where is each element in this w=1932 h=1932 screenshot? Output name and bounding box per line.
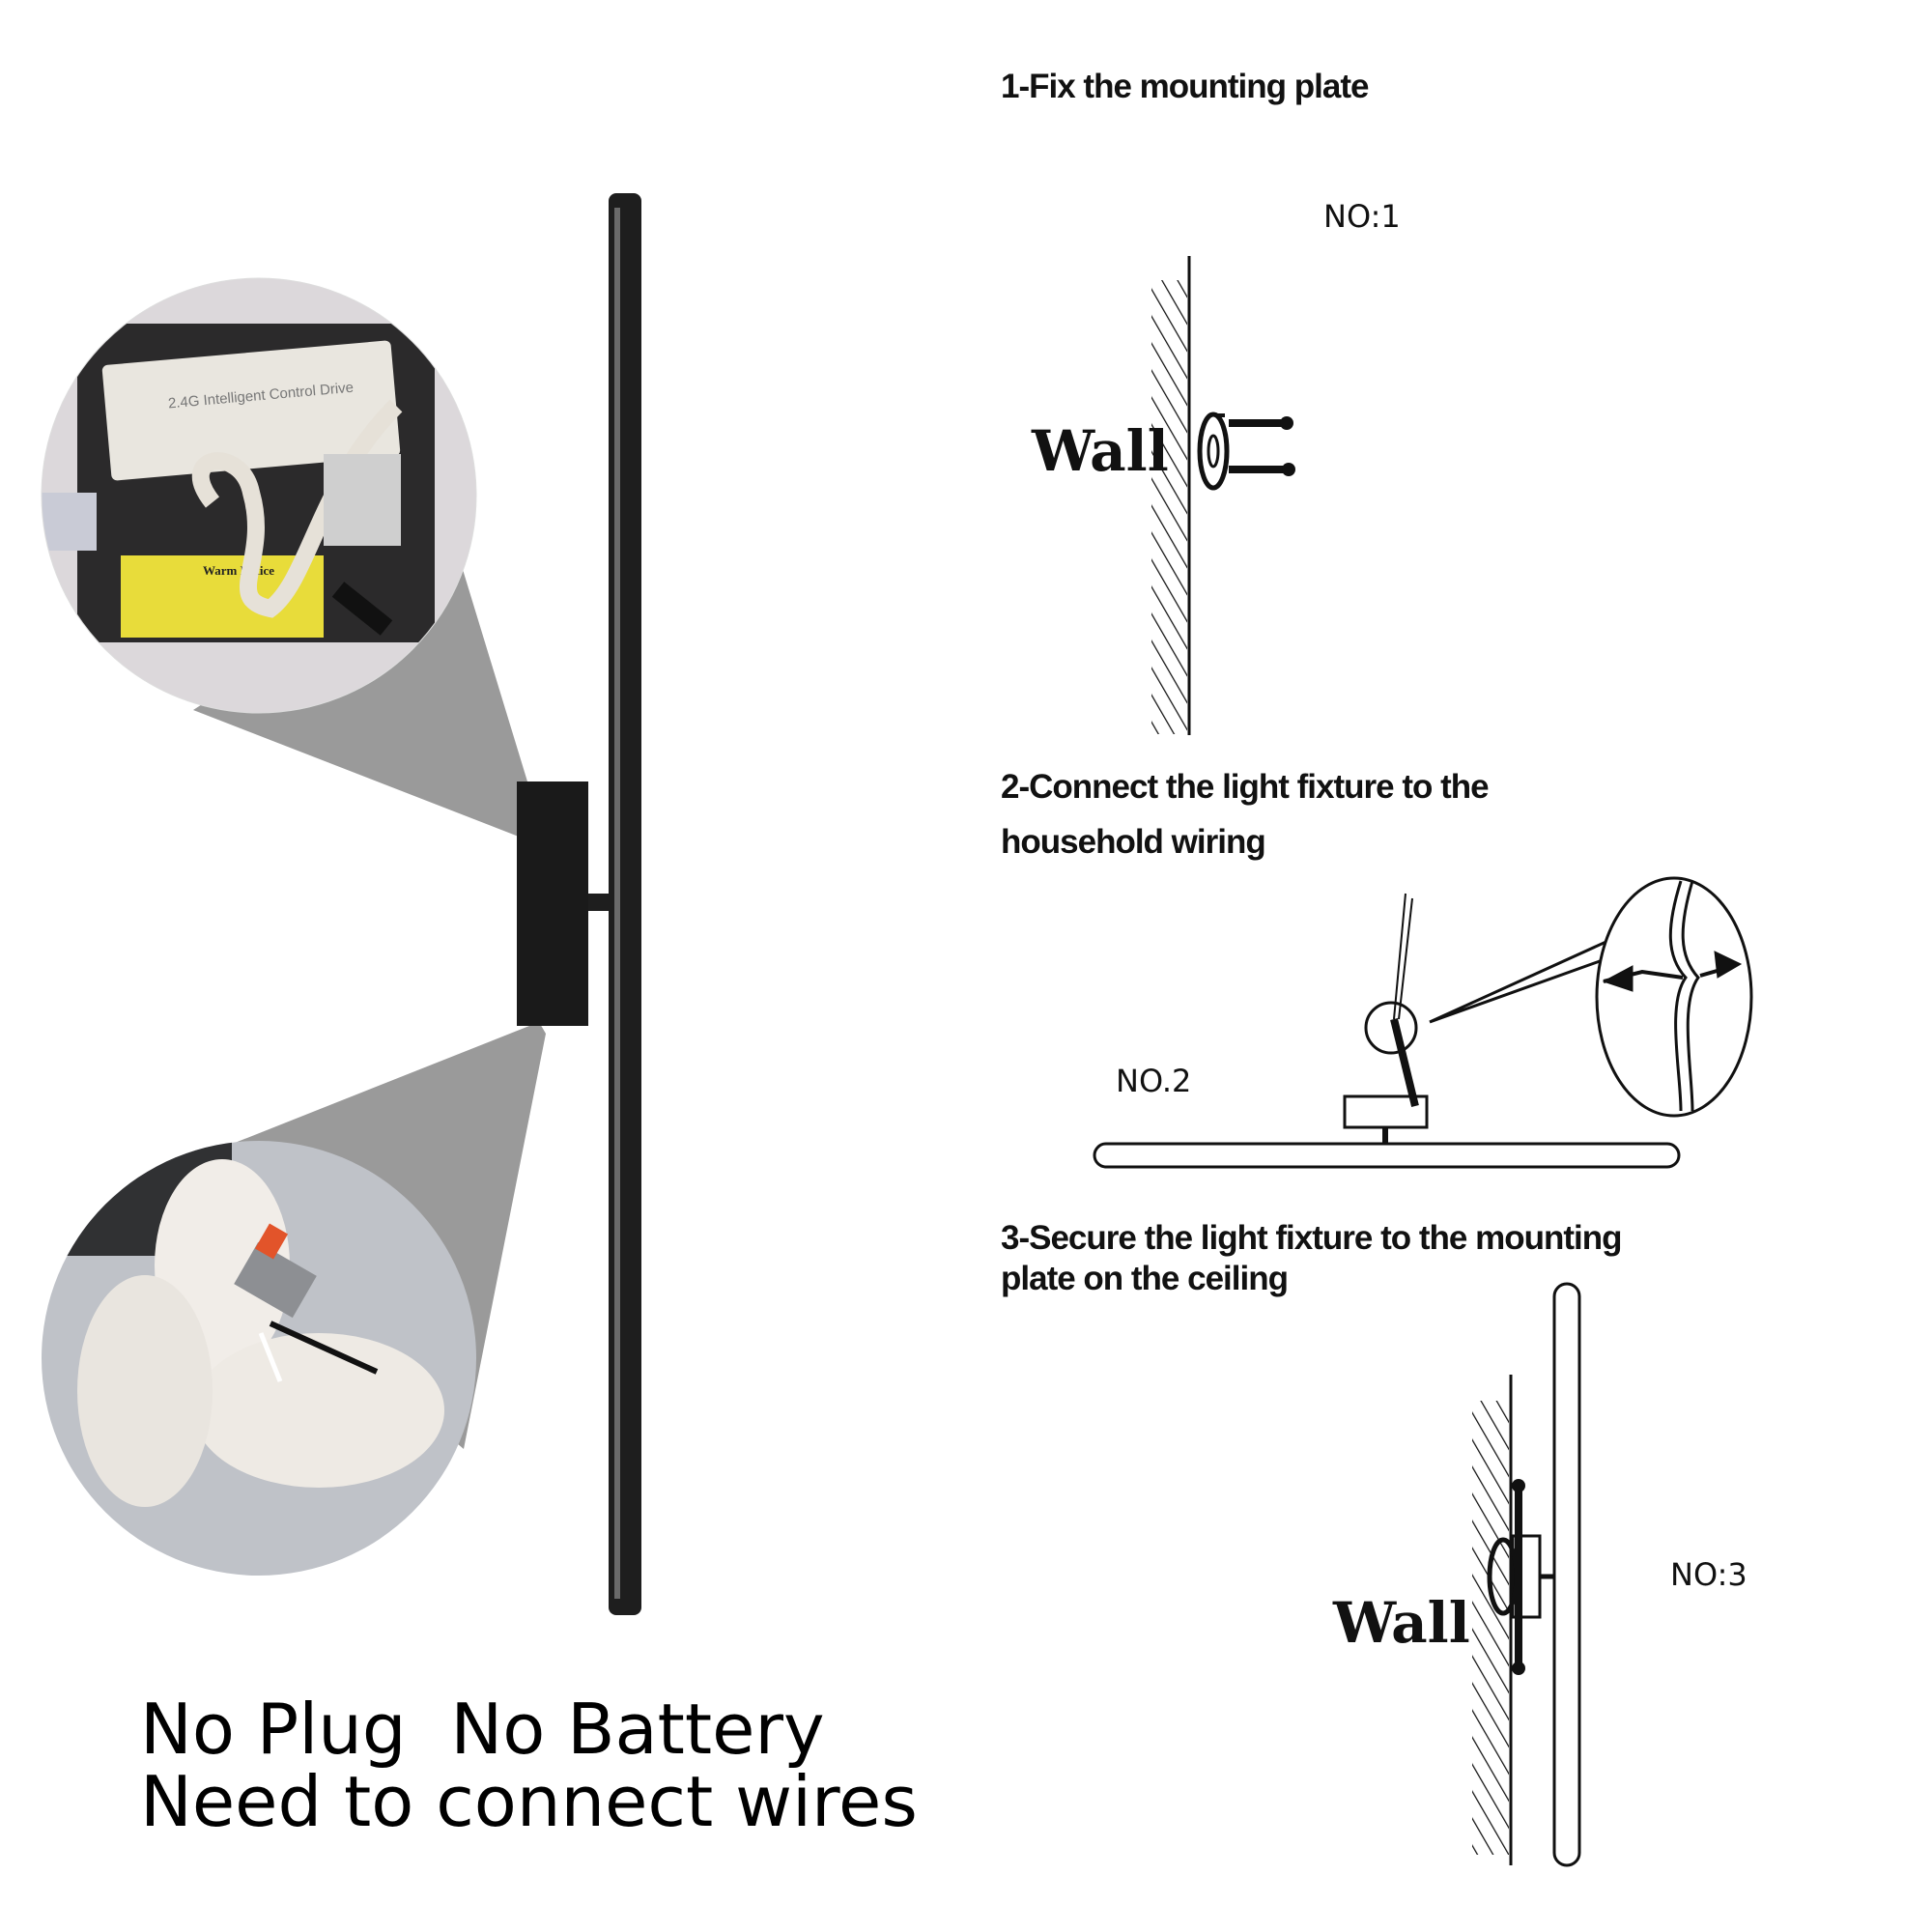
step-3-title-line1: 3-Secure the light fixture to the mounti…	[1001, 1219, 1621, 1257]
step-2-label: NO.2	[1116, 1063, 1191, 1099]
step-3-label: NO:3	[1670, 1556, 1747, 1593]
photo-driver-box: 2.4G Intelligent Control Drive Warm Noti…	[42, 278, 476, 713]
step-1-label: NO:1	[1323, 198, 1401, 235]
wire-detail-callout	[1595, 876, 1753, 1118]
step-1-title: 1-Fix the mounting plate	[1001, 68, 1369, 105]
lamp-backplate	[517, 781, 588, 1026]
svg-text:Warm Notice: Warm Notice	[203, 563, 274, 578]
wall-lamp	[517, 193, 641, 1615]
svg-text:Wall: Wall	[1031, 418, 1169, 484]
notice-line-2: Need to connect wires	[140, 1761, 918, 1842]
step-3-diagram: Wall	[1332, 1282, 1581, 1867]
zoom-cone-top	[193, 541, 541, 845]
lamp-rod	[609, 193, 641, 1615]
mounting-plate	[1197, 412, 1230, 491]
step-1-diagram: Wall	[1031, 256, 1295, 735]
notice-line-1: No Plug No Battery	[140, 1689, 825, 1770]
step-2-title-line2: household wiring	[1001, 823, 1265, 861]
svg-text:Wall: Wall	[1332, 1590, 1470, 1656]
lamp-arm	[587, 894, 611, 911]
step-3-title-line2: plate on the ceiling	[1001, 1260, 1288, 1297]
step-2-title-line1: 2-Connect the light fixture to the	[1001, 768, 1489, 806]
step-2-diagram	[1093, 876, 1753, 1169]
